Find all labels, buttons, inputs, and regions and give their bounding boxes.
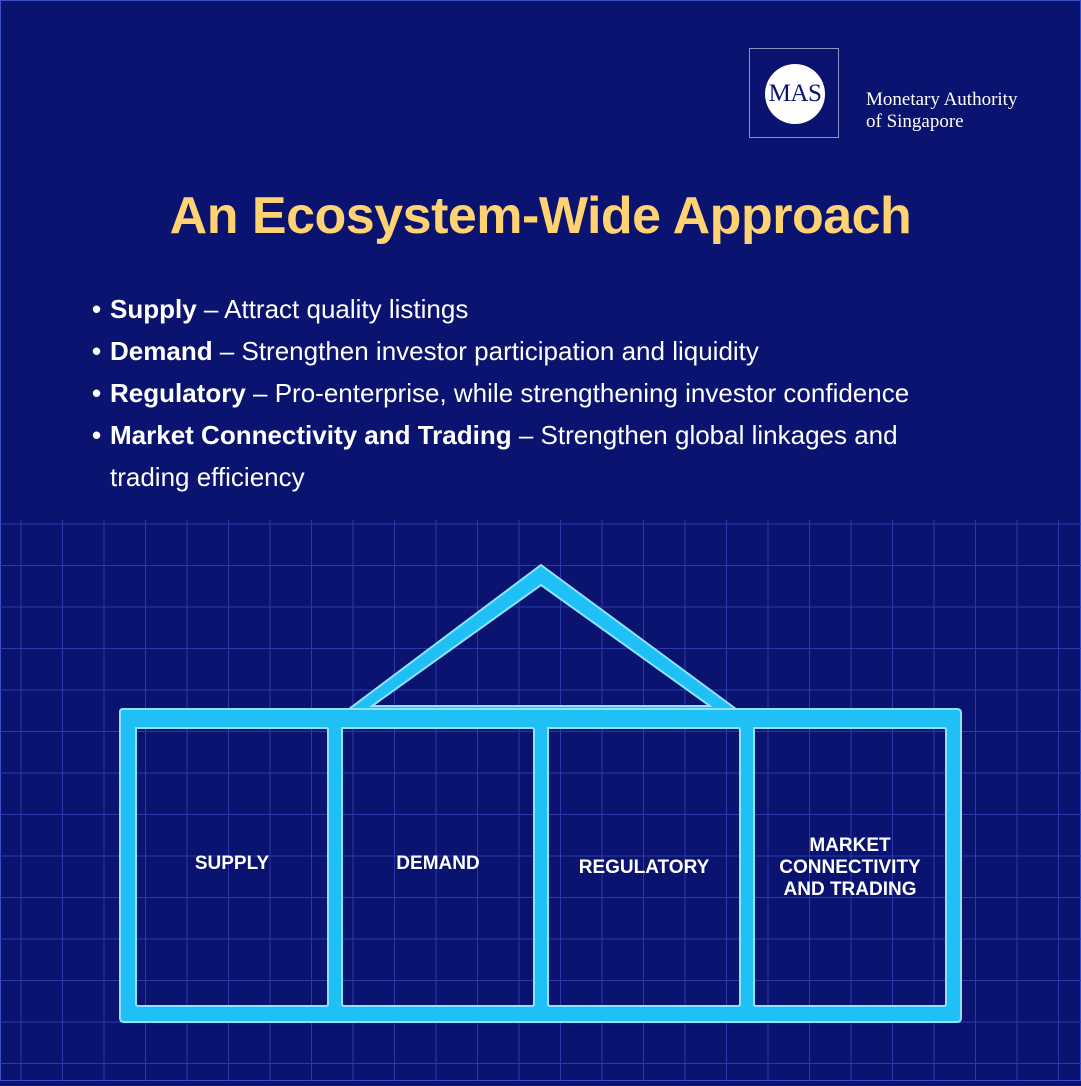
organization-name: Monetary Authority of Singapore	[866, 89, 1017, 133]
bullet-text: – Pro-enterprise, while strengthening in…	[245, 378, 910, 408]
bullet-demand: Demand – Strengthen investor participati…	[92, 330, 1052, 372]
organization-name-line2: of Singapore	[866, 111, 964, 132]
bullet-text: – Strengthen global linkages and trading…	[110, 420, 898, 492]
pillar-label-supply: SUPPLY	[194, 853, 270, 874]
bullet-regulatory: Regulatory – Pro-enterprise, while stren…	[92, 372, 1052, 414]
pillar-label-market-connectivity: MARKET CONNECTIVITY AND TRADING	[779, 835, 921, 900]
bullet-text: – Attract quality listings	[196, 294, 469, 324]
bullet-term: Demand	[110, 336, 213, 366]
page-title: An Ecosystem-Wide Approach	[169, 187, 912, 245]
bullet-market-connectivity: Market Connectivity and Trading – Streng…	[92, 414, 950, 498]
bullet-term: Regulatory	[110, 378, 246, 408]
house-diagram-svg	[0, 520, 1081, 1081]
bullet-term: Market Connectivity and Trading	[110, 420, 512, 450]
bullet-text: – Strengthen investor participation and …	[212, 336, 759, 366]
house-base	[119, 708, 962, 1023]
bullet-term: Supply	[110, 294, 197, 324]
bullet-list: Supply – Attract quality listings Demand…	[92, 288, 1052, 498]
logo-mark: MAS	[768, 80, 822, 107]
mas-logo: MAS	[749, 48, 839, 138]
house-diagram: SUPPLY DEMAND REGULATORY MARKET CONNECTI…	[0, 520, 1081, 1081]
pillar-label-regulatory: REGULATORY	[578, 857, 710, 878]
pillar-label-demand: DEMAND	[396, 853, 480, 874]
house-outline	[119, 563, 962, 1023]
bullet-supply: Supply – Attract quality listings	[92, 288, 1052, 330]
logo-circle: MAS	[765, 64, 825, 124]
organization-name-line1: Monetary Authority	[866, 89, 1018, 110]
